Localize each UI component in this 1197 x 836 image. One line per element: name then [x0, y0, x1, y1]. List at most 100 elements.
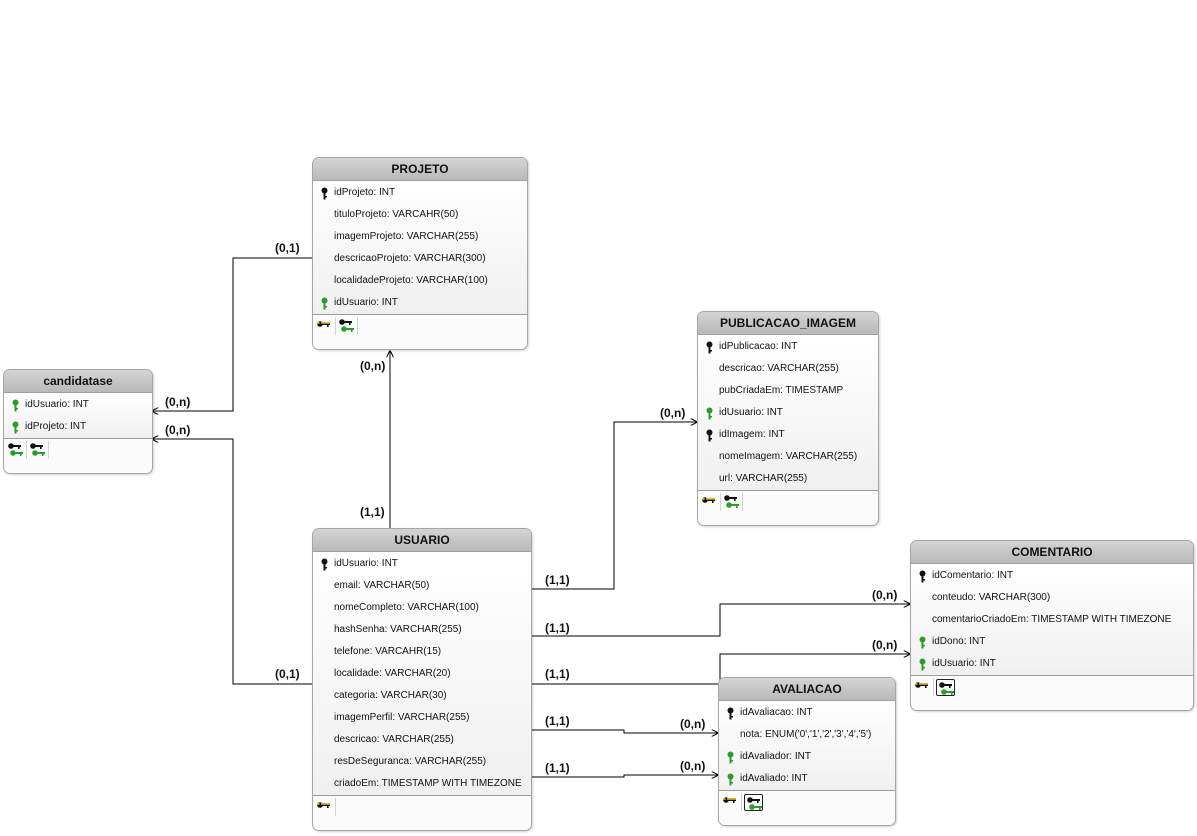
cardinality-label: (1,1) — [545, 714, 570, 728]
attribute-row[interactable]: resDeSeguranca: VARCHAR(255) — [313, 751, 531, 773]
attribute-row[interactable]: descricao: VARCHAR(255) — [698, 358, 878, 380]
primary-key-icon — [726, 707, 735, 720]
entity-candidatase[interactable]: candidatase idUsuario: INT idProjeto: IN… — [3, 369, 153, 474]
foreign-key-icon — [726, 773, 735, 786]
entity-projeto[interactable]: PROJETO idProjeto: INT tituloProjeto: VA… — [312, 157, 528, 350]
attribute-row[interactable]: idUsuario: INT — [911, 653, 1193, 675]
attribute-row[interactable]: tituloProjeto: VARCAHR(50) — [313, 204, 527, 226]
attribute-row[interactable]: comentarioCriadoEm: TIMESTAMP WITH TIMEZ… — [911, 609, 1193, 631]
index-key-icon[interactable] — [721, 793, 742, 811]
entity-usuario[interactable]: USUARIO idUsuario: INT email: VARCHAR(50… — [312, 528, 532, 831]
attribute-row[interactable]: imagemPerfil: VARCHAR(255) — [313, 707, 531, 729]
entity-footer — [719, 790, 895, 825]
attribute-label: idAvaliador: INT — [740, 751, 811, 762]
attribute-row[interactable]: imagemProjeto: VARCHAR(255) — [313, 226, 527, 248]
attribute-label: resDeSeguranca: VARCHAR(255) — [334, 756, 487, 767]
entity-comentario[interactable]: COMENTARIO idComentario: INT conteudo: V… — [910, 540, 1194, 711]
attribute-list: idComentario: INT conteudo: VARCHAR(300)… — [911, 564, 1193, 675]
cardinality-label: (0,n) — [165, 423, 191, 437]
attribute-row[interactable]: localidadeProjeto: VARCHAR(100) — [313, 270, 527, 292]
attribute-label: pubCriadaEm: TIMESTAMP — [719, 385, 844, 396]
index-key-icon[interactable] — [315, 317, 336, 335]
index-key-icon[interactable] — [700, 493, 721, 511]
cardinality-label: (0,n) — [360, 359, 386, 373]
attribute-row[interactable]: idComentario: INT — [911, 565, 1193, 587]
attribute-row[interactable]: criadoEm: TIMESTAMP WITH TIMEZONE — [313, 773, 531, 795]
attribute-row[interactable]: nomeCompleto: VARCHAR(100) — [313, 597, 531, 619]
attribute-label: tituloProjeto: VARCAHR(50) — [334, 209, 459, 220]
attribute-row[interactable]: descricao: VARCHAR(255) — [313, 729, 531, 751]
entity-publicacao-imagem[interactable]: PUBLICACAO_IMAGEM idPublicacao: INT desc… — [697, 311, 879, 526]
attribute-label: idUsuario: INT — [719, 407, 783, 418]
attribute-list: idUsuario: INT idProjeto: INT — [4, 393, 152, 438]
foreign-key-icon — [918, 658, 927, 671]
attribute-row[interactable]: idUsuario: INT — [313, 292, 527, 314]
attribute-label: categoria: VARCHAR(30) — [334, 690, 447, 701]
attribute-label: idComentario: INT — [932, 570, 1014, 581]
entity-footer — [911, 675, 1193, 710]
cardinality-label: (1,1) — [545, 667, 570, 681]
cardinality-label: (1,1) — [545, 573, 570, 587]
attribute-row[interactable]: hashSenha: VARCHAR(255) — [313, 619, 531, 641]
attribute-label: idProjeto: INT — [334, 187, 396, 198]
attribute-row[interactable]: nota: ENUM('0','1','2','3','4','5') — [719, 724, 895, 746]
edge-usuario-candidatase — [152, 439, 312, 685]
index-key-icon[interactable] — [913, 678, 934, 696]
index-key-icon[interactable] — [315, 798, 336, 816]
foreign-key-icon[interactable] — [936, 679, 955, 696]
primary-key-icon — [918, 570, 927, 583]
attribute-label: nomeImagem: VARCHAR(255) — [719, 451, 858, 462]
attribute-row[interactable]: telefone: VARCAHR(15) — [313, 641, 531, 663]
entity-title: AVALIACAO — [719, 678, 895, 701]
cardinality-label: (0,n) — [165, 395, 191, 409]
cardinality-label: (0,n) — [680, 759, 706, 773]
attribute-row[interactable]: idPublicacao: INT — [698, 336, 878, 358]
attribute-list: idPublicacao: INT descricao: VARCHAR(255… — [698, 335, 878, 490]
entity-title: COMENTARIO — [911, 541, 1193, 564]
attribute-row[interactable]: idImagem: INT — [698, 424, 878, 446]
attribute-row[interactable]: idUsuario: INT — [313, 553, 531, 575]
attribute-row[interactable]: nomeImagem: VARCHAR(255) — [698, 446, 878, 468]
attribute-row[interactable]: idProjeto: INT — [4, 416, 152, 438]
attribute-row[interactable]: idProjeto: INT — [313, 182, 527, 204]
entity-footer — [313, 795, 531, 830]
cardinality-label: (0,n) — [660, 406, 686, 420]
attribute-row[interactable]: email: VARCHAR(50) — [313, 575, 531, 597]
attribute-label: localidadeProjeto: VARCHAR(100) — [334, 275, 488, 286]
attribute-label: telefone: VARCAHR(15) — [334, 646, 442, 657]
entity-avaliacao[interactable]: AVALIACAO idAvaliacao: INT nota: ENUM('0… — [718, 677, 896, 826]
attribute-row[interactable]: categoria: VARCHAR(30) — [313, 685, 531, 707]
cardinality-label: (1,1) — [360, 505, 385, 519]
attribute-row[interactable]: idAvaliado: INT — [719, 768, 895, 790]
attribute-label: nomeCompleto: VARCHAR(100) — [334, 602, 479, 613]
attribute-list: idAvaliacao: INT nota: ENUM('0','1','2',… — [719, 701, 895, 790]
foreign-key-icon[interactable] — [337, 317, 358, 335]
attribute-row[interactable]: conteudo: VARCHAR(300) — [911, 587, 1193, 609]
cardinality-label: (0,n) — [680, 717, 706, 731]
attribute-label: localidade: VARCHAR(20) — [334, 668, 451, 679]
attribute-row[interactable]: localidade: VARCHAR(20) — [313, 663, 531, 685]
entity-footer — [313, 314, 527, 349]
foreign-key-icon[interactable] — [6, 441, 27, 459]
attribute-label: idUsuario: INT — [334, 297, 398, 308]
attribute-row[interactable]: idUsuario: INT — [698, 402, 878, 424]
attribute-row[interactable]: descricaoProjeto: VARCHAR(300) — [313, 248, 527, 270]
attribute-row[interactable]: idUsuario: INT — [4, 394, 152, 416]
attribute-list: idUsuario: INT email: VARCHAR(50) nomeCo… — [313, 552, 531, 795]
attribute-row[interactable]: idDono: INT — [911, 631, 1193, 653]
attribute-list: idProjeto: INT tituloProjeto: VARCAHR(50… — [313, 181, 527, 314]
attribute-row[interactable]: url: VARCHAR(255) — [698, 468, 878, 490]
attribute-label: idUsuario: INT — [932, 658, 996, 669]
attribute-row[interactable]: idAvaliacao: INT — [719, 702, 895, 724]
entity-footer — [698, 490, 878, 525]
foreign-key-icon — [320, 297, 329, 310]
attribute-row[interactable]: idAvaliador: INT — [719, 746, 895, 768]
attribute-label: imagemProjeto: VARCHAR(255) — [334, 231, 479, 242]
attribute-label: criadoEm: TIMESTAMP WITH TIMEZONE — [334, 778, 522, 789]
foreign-key-icon[interactable] — [744, 794, 763, 811]
attribute-row[interactable]: pubCriadaEm: TIMESTAMP — [698, 380, 878, 402]
foreign-key-icon[interactable] — [28, 441, 49, 459]
attribute-label: url: VARCHAR(255) — [719, 473, 808, 484]
cardinality-label: (1,1) — [545, 621, 570, 635]
foreign-key-icon[interactable] — [722, 493, 743, 511]
